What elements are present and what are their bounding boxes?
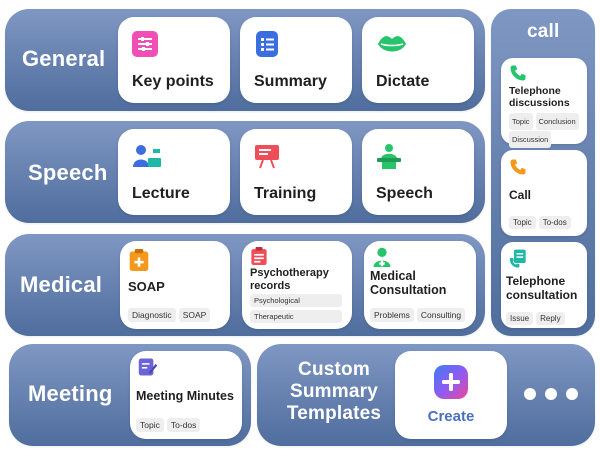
tag: To-dos (166, 418, 201, 432)
more-dots-icon[interactable] (524, 388, 578, 400)
key-points-card[interactable]: Key points (118, 17, 230, 103)
telephone-consultation-label: Telephone consultation (506, 274, 578, 302)
doctor-icon (373, 247, 391, 267)
key-points-label: Key points (132, 73, 214, 90)
custom-templates-title: Custom Summary Templates (286, 359, 382, 424)
summary-label: Summary (254, 73, 327, 90)
document-list-icon (256, 31, 278, 57)
tag: Topic (509, 113, 533, 130)
sliders-icon (132, 31, 158, 57)
tag: Consulting (416, 308, 466, 322)
tag: Problems (370, 308, 414, 322)
tag: To-dos (538, 216, 571, 229)
tag: Conclusion (535, 113, 579, 130)
phone-icon (510, 65, 526, 81)
tag: Therapeutic (250, 310, 342, 323)
meeting-minutes-label: Meeting Minutes (136, 389, 234, 403)
lecture-card[interactable]: Lecture (118, 129, 230, 215)
medical-clipboard-icon (129, 249, 149, 271)
call-title: call (527, 21, 560, 42)
note-pen-icon (138, 358, 158, 376)
easel-icon (255, 145, 279, 169)
phone-icon (510, 159, 526, 175)
soap-label: SOAP (128, 279, 165, 294)
tag: Diagnostic (128, 308, 176, 322)
telephone-discussions-label: Telephone discussions (509, 85, 570, 109)
clipboard-notes-icon (251, 247, 267, 265)
speech-label: Speech (376, 185, 433, 202)
meeting-title: Meeting (28, 381, 113, 406)
plus-icon (434, 365, 468, 399)
training-card[interactable]: Training (240, 129, 352, 215)
speech-card[interactable]: Speech (362, 129, 474, 215)
psychotherapy-card[interactable]: Psychotherapy records Psychological Ther… (242, 241, 352, 329)
psychotherapy-tags: Psychological Therapeutic (250, 294, 346, 323)
create-template-button[interactable]: Create (395, 351, 507, 439)
lecturer-icon (133, 145, 161, 167)
lecture-label: Lecture (132, 185, 190, 202)
tag: SOAP (178, 308, 211, 322)
create-label: Create (427, 408, 475, 425)
medical-title: Medical (20, 272, 103, 297)
tag: Topic (509, 216, 536, 229)
dictate-card[interactable]: Dictate (362, 17, 474, 103)
tag: Discussion (509, 131, 552, 148)
tag: Reply (536, 312, 565, 325)
tag: Psychological (250, 294, 342, 307)
training-label: Training (254, 185, 317, 202)
summary-card[interactable]: Summary (240, 17, 352, 103)
tag: Topic (136, 418, 164, 432)
tag: Issue (506, 312, 534, 325)
speech-title: Speech (28, 160, 108, 185)
general-title: General (22, 46, 106, 71)
phone-notes-icon (509, 249, 526, 268)
call-label: Call (509, 188, 532, 202)
medical-consultation-label: Medical Consultation (370, 269, 447, 297)
dictate-label: Dictate (376, 73, 430, 90)
psychotherapy-label: Psychotherapy records (250, 267, 329, 292)
lips-icon (378, 36, 406, 52)
podium-icon (377, 144, 401, 169)
